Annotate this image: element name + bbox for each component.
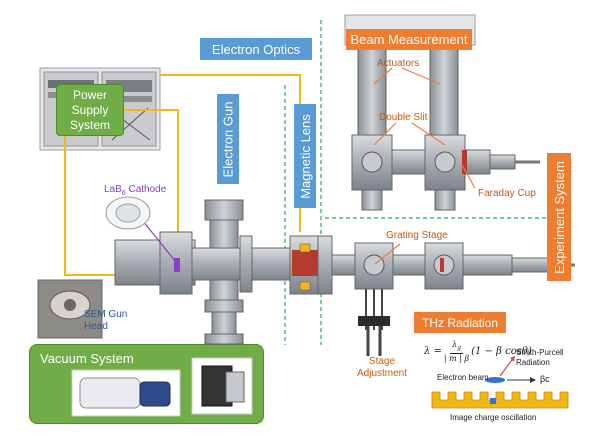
image-charge-label: Image charge oscillation — [450, 413, 537, 422]
electron-gun-box: Electron Gun — [217, 94, 239, 184]
electron-optics-box: Electron Optics — [200, 38, 312, 60]
main-beamline — [114, 231, 575, 295]
stage-adjustment-line-1: Stage — [368, 356, 396, 367]
formula-lhs: λ = — [424, 345, 442, 357]
sem-gun-head-label: SEM Gun Head — [84, 309, 127, 333]
magnetic-lens-box: Magnetic Lens — [294, 104, 316, 208]
power-supply-box: Power Supply System — [56, 84, 124, 136]
lab6-suffix: Cathode — [125, 184, 167, 195]
stage-adjustment-rods — [358, 289, 390, 356]
beam-measurement-chamber — [344, 14, 540, 211]
callout-arrows — [373, 67, 476, 265]
power-supply-line-3: System — [69, 117, 110, 132]
power-supply-line-2: Supply — [71, 102, 109, 117]
faraday-cup-label: Faraday Cup — [478, 188, 536, 199]
sem-gun-head-photo — [37, 279, 103, 339]
lab6-cathode-image — [105, 196, 151, 230]
lab6-prefix: LaB — [104, 184, 122, 195]
stage-adjustment-line-2: Adjustment — [356, 368, 408, 379]
beam-measurement-box: Beam Measurement — [346, 29, 472, 50]
section-separators — [284, 20, 570, 345]
beam-measurement-label: Beam Measurement — [350, 32, 468, 47]
sem-gun-head-line-2: Head — [84, 321, 108, 332]
formula-rhs: (1 − β cosθ) — [471, 345, 532, 357]
smith-purcell-line-2: Radiation — [516, 358, 550, 367]
vacuum-system-label: Vacuum System — [40, 351, 134, 366]
electron-beam-label: Electron beam — [437, 373, 489, 382]
electron-gun-label: Electron Gun — [220, 101, 236, 177]
power-supply-line-1: Power — [72, 87, 107, 102]
double-slit-label: Double Slit — [379, 112, 428, 123]
sem-gun-head-line-1: SEM Gun — [84, 309, 128, 320]
lab6-subscript: 6 — [121, 190, 126, 197]
stage-adjustment-label: Stage Adjustment — [352, 356, 412, 380]
turbo-pump-image — [191, 357, 253, 415]
experiment-system-label: Experiment System — [551, 160, 567, 274]
smith-purcell-formula: λ = λg | m | β (1 − β cosθ) — [424, 340, 532, 363]
actuators-label: Actuators — [377, 58, 420, 69]
grating-stage-label: Grating Stage — [386, 230, 448, 241]
lab6-cathode-label: LaB6 Cathode — [104, 184, 166, 197]
vacuum-pump-image — [71, 369, 181, 417]
formula-fraction: λg | m | β — [444, 340, 469, 363]
formula-denominator: | m | β — [443, 353, 470, 363]
beta-c-label: βc — [540, 374, 550, 384]
cathode-callout — [141, 219, 177, 263]
smith-purcell-line-1: Smith-Purcell — [516, 348, 564, 357]
formula-numerator: λg — [450, 340, 463, 354]
grating-illustration — [431, 356, 569, 409]
magnetic-lens-label: Magnetic Lens — [297, 113, 313, 199]
electron-optics-label: Electron Optics — [211, 41, 301, 57]
thz-radiation-box: THz Radiation — [414, 312, 506, 333]
thz-radiation-label: THz Radiation — [421, 315, 499, 330]
experiment-system-box: Experiment System — [547, 153, 571, 281]
smith-purcell-label: Smith-Purcell Radiation — [516, 348, 564, 368]
